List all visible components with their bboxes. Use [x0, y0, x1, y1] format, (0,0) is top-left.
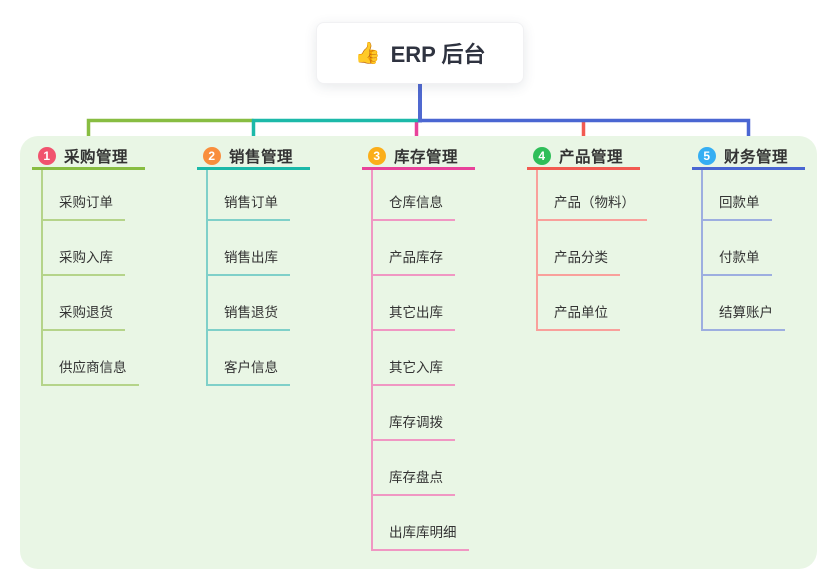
- child-label: 产品（物料）: [554, 195, 635, 210]
- child-node[interactable]: 销售退货: [208, 276, 290, 331]
- child-node[interactable]: 其它入库: [373, 331, 455, 386]
- child-label: 出库库明细: [389, 525, 457, 540]
- branch-children: 产品（物料） 产品分类产品单位: [536, 170, 647, 331]
- child-label: 销售退货: [224, 305, 278, 320]
- branch-children: 仓库信息产品库存其它出库其它入库库存调拨库存盘点出库库明细: [371, 170, 475, 551]
- child-node[interactable]: 其它出库: [373, 276, 455, 331]
- branch-index-badge: 3: [368, 146, 386, 165]
- branch-3: 3 库存管理仓库信息产品库存其它出库其它入库库存调拨库存盘点出库库明细: [362, 146, 475, 551]
- child-node[interactable]: 回款单: [703, 170, 772, 221]
- child-node[interactable]: 客户信息: [208, 331, 290, 386]
- branch-label: 财务管理: [724, 148, 789, 166]
- branch-2: 2 销售管理销售订单销售出库销售退货客户信息: [197, 146, 310, 386]
- child-label: 销售订单: [224, 195, 278, 210]
- branch-children: 回款单付款单结算账户: [701, 170, 805, 331]
- child-node[interactable]: 采购入库: [43, 221, 125, 276]
- branch-label: 产品管理: [559, 148, 624, 166]
- child-label: 销售出库: [224, 250, 278, 265]
- child-node[interactable]: 产品（物料）: [538, 170, 647, 221]
- branch-1: 1 采购管理采购订单采购入库采购退货供应商信息: [32, 146, 145, 386]
- branch-4: 4 产品管理产品（物料） 产品分类产品单位: [527, 146, 647, 331]
- child-label: 供应商信息: [59, 360, 127, 375]
- child-label: 客户信息: [224, 360, 278, 375]
- child-node[interactable]: 采购退货: [43, 276, 125, 331]
- child-label: 仓库信息: [389, 195, 443, 210]
- child-node[interactable]: 仓库信息: [373, 170, 455, 221]
- child-label: 其它入库: [389, 360, 443, 375]
- branch-label: 采购管理: [64, 148, 129, 166]
- child-label: 其它出库: [389, 305, 443, 320]
- branch-children: 销售订单销售出库销售退货客户信息: [206, 170, 310, 386]
- thumbs-up-icon: 👍: [354, 41, 381, 65]
- branch-index-badge: 1: [38, 146, 56, 165]
- child-label: 产品单位: [554, 305, 608, 320]
- child-label: 产品分类: [554, 250, 608, 265]
- child-label: 付款单: [719, 250, 760, 265]
- branch-index-badge: 4: [533, 146, 551, 165]
- child-label: 产品库存: [389, 250, 443, 265]
- child-node[interactable]: 出库库明细: [373, 496, 469, 551]
- child-node[interactable]: 产品单位: [538, 276, 620, 331]
- branch-node-title[interactable]: 1 采购管理: [32, 146, 145, 170]
- child-label: 回款单: [719, 195, 760, 210]
- child-node[interactable]: 库存调拨: [373, 386, 455, 441]
- branch-panel-background: [20, 136, 817, 569]
- child-label: 库存调拨: [389, 415, 443, 430]
- branch-node-title[interactable]: 2 销售管理: [197, 146, 310, 170]
- branch-5: 5 财务管理回款单付款单结算账户: [692, 146, 805, 331]
- branch-index-badge: 2: [203, 146, 221, 165]
- branch-children: 采购订单采购入库采购退货供应商信息: [41, 170, 145, 386]
- child-node[interactable]: 产品分类: [538, 221, 620, 276]
- child-node[interactable]: 付款单: [703, 221, 772, 276]
- branch-label: 库存管理: [394, 148, 459, 166]
- child-node[interactable]: 产品库存: [373, 221, 455, 276]
- child-node[interactable]: 销售订单: [208, 170, 290, 221]
- child-label: 采购入库: [59, 250, 113, 265]
- child-node[interactable]: 供应商信息: [43, 331, 139, 386]
- branch-node-title[interactable]: 5 财务管理: [692, 146, 805, 170]
- branch-node-title[interactable]: 3 库存管理: [362, 146, 475, 170]
- child-label: 采购订单: [59, 195, 113, 210]
- child-label: 采购退货: [59, 305, 113, 320]
- branch-index-badge: 5: [698, 146, 716, 165]
- child-node[interactable]: 结算账户: [703, 276, 785, 331]
- child-node[interactable]: 销售出库: [208, 221, 290, 276]
- root-title: ERP 后台: [390, 42, 486, 67]
- branch-node-title[interactable]: 4 产品管理: [527, 146, 640, 170]
- branch-label: 销售管理: [229, 148, 294, 166]
- child-label: 结算账户: [719, 305, 773, 320]
- child-node[interactable]: 库存盘点: [373, 441, 455, 496]
- child-label: 库存盘点: [389, 470, 443, 485]
- root-node[interactable]: 👍 ERP 后台: [316, 22, 524, 84]
- child-node[interactable]: 采购订单: [43, 170, 125, 221]
